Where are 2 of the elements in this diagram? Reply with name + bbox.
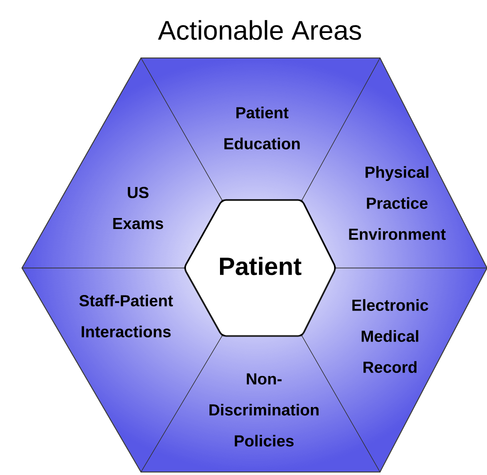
title: Actionable Areas bbox=[158, 20, 362, 40]
center-hexagon: Patient bbox=[184, 199, 336, 337]
